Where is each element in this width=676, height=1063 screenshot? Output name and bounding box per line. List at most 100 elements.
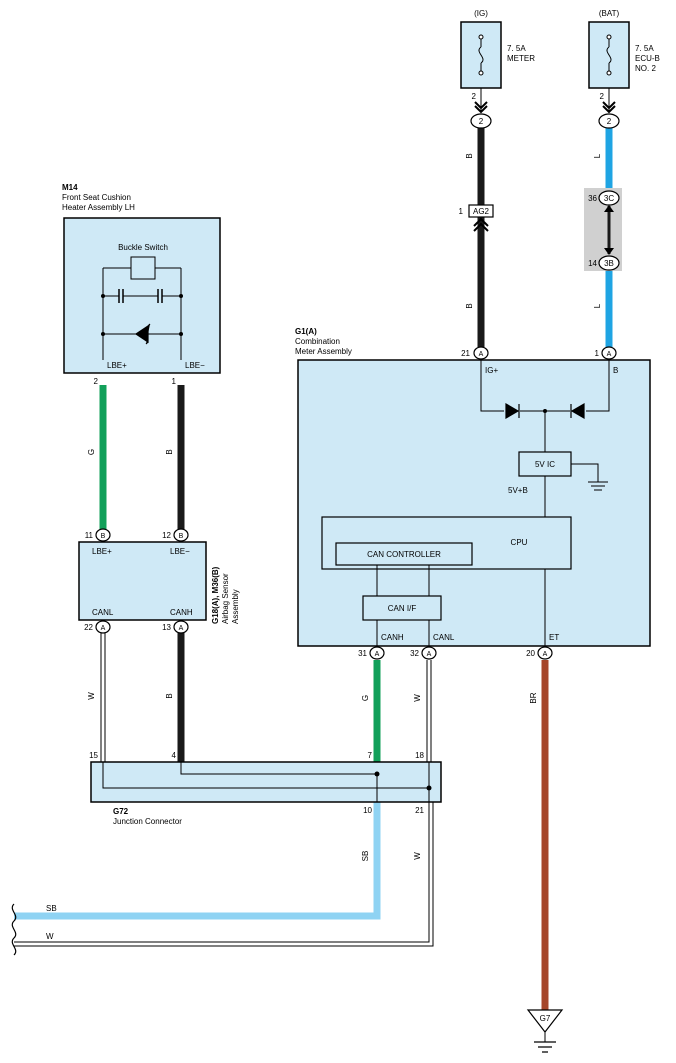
wire-label-br: BR <box>529 692 538 703</box>
ground-icon <box>588 481 608 491</box>
svg-text:A: A <box>479 351 484 358</box>
fuse-icon <box>478 46 484 64</box>
g18-id: G18(A), M36(B) <box>211 566 220 624</box>
wire-sb <box>14 802 381 920</box>
g1-pin-32: 32 <box>410 649 419 658</box>
g1-et: ET <box>549 633 559 642</box>
bat-connector <box>598 113 620 129</box>
svg-text:2: 2 <box>607 117 612 126</box>
ag2-connector: 1 AG2 <box>459 204 494 232</box>
svg-text:3C: 3C <box>604 194 614 203</box>
g18-box <box>78 541 207 621</box>
svg-text:A: A <box>427 651 432 658</box>
svg-text:B: B <box>179 533 184 540</box>
wire-label-w-1: W <box>87 692 96 700</box>
svg-text:A: A <box>543 651 548 658</box>
g1-pin-21: 21 <box>461 349 470 358</box>
zener-diode-icon <box>134 323 151 345</box>
wire-label-g-2: G <box>361 695 370 701</box>
g72-pin-18: 18 <box>415 751 424 760</box>
wire-label-sb-1: SB <box>361 851 370 862</box>
bat-fuse-name-2: NO. 2 <box>635 64 656 73</box>
svg-text:A: A <box>101 625 106 632</box>
g18-lbe-minus: LBE− <box>170 547 190 556</box>
diode-icon <box>570 402 585 420</box>
m14-lbe-minus: LBE− <box>185 361 205 370</box>
capacitor-icon <box>157 289 163 303</box>
ground-triangle-icon <box>526 1009 564 1033</box>
g18-pin-13: 13 <box>162 623 171 632</box>
buckle-switch-label: Buckle Switch <box>118 243 168 252</box>
bat-pin-number: 2 <box>600 92 605 101</box>
m14-component: M14 Front Seat Cushion Heater Assembly L… <box>62 183 221 386</box>
m14-name-2: Heater Assembly LH <box>62 203 135 212</box>
g18-canl: CANL <box>92 608 114 617</box>
fuse-icon <box>606 46 612 64</box>
cpu-label: CPU <box>511 538 528 547</box>
g1-pin-20: 20 <box>526 649 535 658</box>
g1-b: B <box>613 366 618 375</box>
bat-supply: (BAT) 7. 5A ECU-B NO. 2 2 2 <box>588 9 660 129</box>
g1-pin-31: 31 <box>358 649 367 658</box>
junction-arrow-up-icon <box>604 205 614 212</box>
wire-label-b-3: B <box>165 449 174 454</box>
g18-pin-11: 11 <box>85 531 94 540</box>
g1-pin-1: 1 <box>595 349 600 358</box>
g18-pin-22: 22 <box>84 623 93 632</box>
g72-name: Junction Connector <box>113 817 182 826</box>
m14-id: M14 <box>62 183 78 192</box>
svg-text:2: 2 <box>479 117 484 126</box>
ig-supply: (IG) 7. 5A METER 2 2 <box>460 9 535 129</box>
ag2-chevron-icon <box>473 217 489 232</box>
g18-name-1: Airbag Sensor <box>221 573 230 624</box>
g72-pin-10: 10 <box>363 806 372 815</box>
g18-component: B B 11 12 LBE+ LBE− CANL CANH A A 22 13 … <box>78 528 240 634</box>
wire-w-out <box>14 802 434 947</box>
wire-label-l-1: L <box>593 153 602 158</box>
g1-ig-plus: IG+ <box>485 366 498 375</box>
m14-name-1: Front Seat Cushion <box>62 193 131 202</box>
svg-text:A: A <box>179 625 184 632</box>
g18-canh: CANH <box>170 608 193 617</box>
g18-name-2: Assembly <box>231 589 240 624</box>
ig-connector <box>470 113 492 129</box>
g72-pin-7: 7 <box>368 751 373 760</box>
g1-canl: CANL <box>433 633 455 642</box>
diode-icon <box>505 402 520 420</box>
ground-g7: G7 <box>526 1009 564 1053</box>
wire-label-g-1: G <box>87 449 96 455</box>
pin-36: 36 <box>588 194 597 203</box>
g72-id: G72 <box>113 807 129 816</box>
junction-3c-3b: 3C 36 3B 14 <box>584 188 622 271</box>
can-if-box <box>362 595 442 621</box>
bat-label: (BAT) <box>599 9 620 18</box>
ag2-pin: 1 <box>459 207 464 216</box>
ig-fuse-rating: 7. 5A <box>507 44 526 53</box>
wire-label-l-2: L <box>593 303 602 308</box>
g18-pin-12: 12 <box>162 531 171 540</box>
five-v-ic-label: 5V IC <box>535 460 555 469</box>
ag2-label: AG2 <box>473 207 490 216</box>
wire-label-w-3: W <box>413 852 422 860</box>
ground-label: G7 <box>540 1014 551 1023</box>
junction-arrow-down-icon <box>604 248 614 255</box>
five-v-b-label: 5V+B <box>508 486 528 495</box>
bat-fuse-rating: 7. 5A <box>635 44 654 53</box>
ground-icon <box>534 1041 556 1053</box>
capacitor-icon <box>118 289 124 303</box>
g1-component: G1(A) Combination Meter Assembly A A 21 … <box>295 327 651 660</box>
g72-pin-21: 21 <box>415 806 424 815</box>
bat-connector-arrow <box>602 101 616 114</box>
ig-pin-number: 2 <box>472 92 477 101</box>
g1-canh: CANH <box>381 633 404 642</box>
ig-label: (IG) <box>474 9 488 18</box>
m14-pin-1: 1 <box>172 377 177 386</box>
wire-break-icon <box>11 903 17 956</box>
svg-text:B: B <box>101 533 106 540</box>
wire-label-b-4: B <box>165 693 174 698</box>
wire-label-w-4: W <box>46 932 54 941</box>
wire-label-w-2: W <box>413 694 422 702</box>
g1-name-2: Meter Assembly <box>295 347 352 356</box>
pin-14: 14 <box>588 259 597 268</box>
